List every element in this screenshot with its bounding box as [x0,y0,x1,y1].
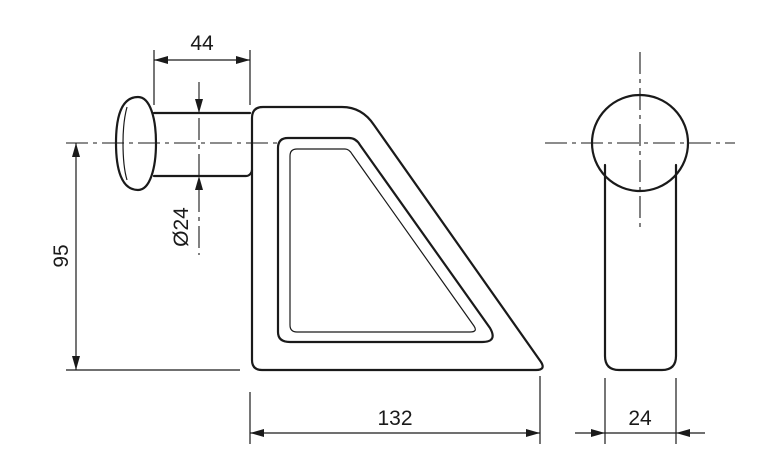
side-view-body [603,163,678,372]
dimension-label-95: 95 [50,244,73,267]
front-view [66,82,544,372]
arrowhead [250,429,264,437]
arrowhead [676,429,690,437]
arrowhead [72,143,80,157]
arrowhead [154,56,168,64]
dimension-44: 44 [153,32,251,105]
arrowhead [72,356,80,370]
dimension-label-132: 132 [377,407,412,430]
dimension-label-24: 24 [628,407,652,430]
recess-outer-edge [276,136,494,344]
dimension-label-44: 44 [190,32,214,55]
dimension-diameter-24: Ø24 [170,99,203,247]
recess-inner-edge [289,148,476,333]
bracket-body-outline [250,105,544,372]
arrowhead [195,99,203,113]
arrowhead [526,429,540,437]
side-view [545,52,735,372]
dimension-95: 95 [50,143,240,371]
dimension-label-diameter: Ø24 [170,207,193,247]
arrowhead [236,56,250,64]
pin-head [114,95,158,192]
arrowhead [195,176,203,190]
arrowhead [591,429,605,437]
dimension-24: 24 [575,378,705,444]
pin-shaft [152,111,254,178]
dimension-132: 132 [249,376,541,444]
